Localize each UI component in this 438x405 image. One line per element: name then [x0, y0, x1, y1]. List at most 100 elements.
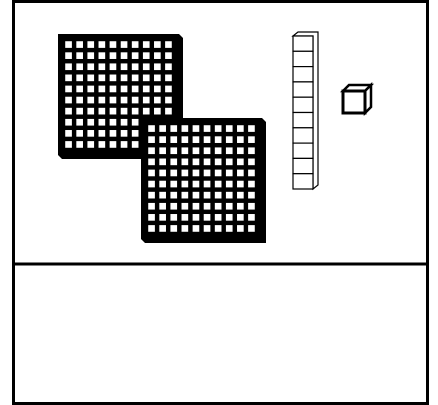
flat-unit-cell: [148, 225, 155, 232]
flat-unit-cell: [170, 181, 177, 188]
flat-unit-cell: [76, 41, 83, 48]
flat-unit-cell: [148, 147, 155, 154]
flat-unit-cell: [65, 141, 72, 148]
flat-unit-cell: [248, 192, 255, 199]
flat-unit-cell: [148, 192, 155, 199]
flat-unit-cell: [204, 214, 211, 221]
rod-unit-cell: [293, 97, 313, 112]
flat-unit-cell: [215, 181, 222, 188]
flat-unit-cell: [193, 136, 200, 143]
flat-face: [141, 118, 262, 239]
flat-unit-cell: [226, 159, 233, 166]
flat-unit-cell: [159, 136, 166, 143]
flat-unit-cell: [248, 225, 255, 232]
ten-rod: [293, 32, 318, 189]
flat-unit-cell: [204, 125, 211, 132]
answer-area[interactable]: [16, 267, 425, 401]
flat-unit-cell: [148, 181, 155, 188]
flat-unit-cell: [237, 225, 244, 232]
flat-unit-cell: [204, 147, 211, 154]
flat-unit-cell: [148, 203, 155, 210]
flat-unit-cell: [159, 181, 166, 188]
flat-unit-cell: [182, 181, 189, 188]
flat-unit-cell: [87, 97, 94, 104]
flat-unit-cell: [76, 130, 83, 137]
flat-unit-cell: [148, 170, 155, 177]
flat-unit-cell: [248, 181, 255, 188]
flat-unit-cell: [193, 147, 200, 154]
flat-unit-cell: [237, 159, 244, 166]
flat-unit-cell: [143, 52, 150, 59]
flat-unit-cell: [143, 63, 150, 70]
flat-unit-cell: [182, 147, 189, 154]
flat-unit-cell: [154, 97, 161, 104]
flat-unit-cell: [132, 141, 139, 148]
flat-unit-cell: [248, 214, 255, 221]
flat-unit-cell: [215, 136, 222, 143]
flat-unit-cell: [237, 192, 244, 199]
flat-unit-cell: [154, 63, 161, 70]
flat-unit-cell: [148, 214, 155, 221]
flat-unit-cell: [170, 192, 177, 199]
flat-unit-cell: [132, 119, 139, 126]
flat-unit-cell: [76, 52, 83, 59]
flat-unit-cell: [65, 130, 72, 137]
flat-unit-cell: [226, 147, 233, 154]
flat-unit-cell: [226, 170, 233, 177]
flat-unit-cell: [148, 136, 155, 143]
flat-unit-cell: [159, 225, 166, 232]
flat-unit-cell: [204, 225, 211, 232]
flat-unit-cell: [193, 125, 200, 132]
flat-unit-cell: [99, 52, 106, 59]
flat-unit-cell: [226, 192, 233, 199]
flat-unit-cell: [215, 159, 222, 166]
flat-unit-cell: [165, 97, 172, 104]
unit-cubes: [343, 85, 371, 113]
rod-unit-cell: [293, 113, 313, 128]
flat-unit-cell: [248, 147, 255, 154]
unit-cube: [343, 85, 371, 113]
flat-unit-cell: [237, 181, 244, 188]
flat-unit-cell: [170, 214, 177, 221]
flat-unit-cell: [110, 52, 117, 59]
flat-unit-cell: [87, 86, 94, 93]
flat-unit-cell: [87, 130, 94, 137]
flat-unit-cell: [182, 214, 189, 221]
flat-unit-cell: [76, 75, 83, 82]
flat-unit-cell: [87, 119, 94, 126]
flat-unit-cell: [248, 136, 255, 143]
flat-unit-cell: [237, 214, 244, 221]
flat-unit-cell: [193, 214, 200, 221]
flat-unit-cell: [154, 86, 161, 93]
flat-unit-cell: [99, 141, 106, 148]
flat-unit-cell: [215, 203, 222, 210]
flat-unit-cell: [99, 41, 106, 48]
flat-unit-cell: [76, 141, 83, 148]
flat-unit-cell: [170, 147, 177, 154]
flat-unit-cell: [154, 75, 161, 82]
flat-unit-cell: [87, 63, 94, 70]
flat-unit-cell: [99, 75, 106, 82]
flat-unit-cell: [193, 203, 200, 210]
flat-unit-cell: [121, 86, 128, 93]
flat-unit-cell: [87, 75, 94, 82]
rod-unit-cell: [293, 82, 313, 97]
flat-unit-cell: [87, 41, 94, 48]
flat-unit-cell: [110, 141, 117, 148]
flat-unit-cell: [237, 147, 244, 154]
rod-unit-cell: [293, 174, 313, 189]
flat-unit-cell: [237, 203, 244, 210]
flat-unit-cell: [154, 41, 161, 48]
flat-unit-cell: [165, 41, 172, 48]
flat-unit-cell: [165, 63, 172, 70]
flat-unit-cell: [143, 86, 150, 93]
flat-unit-cell: [193, 225, 200, 232]
flat-unit-cell: [226, 203, 233, 210]
flat-unit-cell: [248, 159, 255, 166]
flat-unit-cell: [237, 125, 244, 132]
rod-unit-cell: [293, 143, 313, 158]
flat-unit-cell: [215, 225, 222, 232]
flat-unit-cell: [99, 97, 106, 104]
flat-unit-cell: [87, 141, 94, 148]
